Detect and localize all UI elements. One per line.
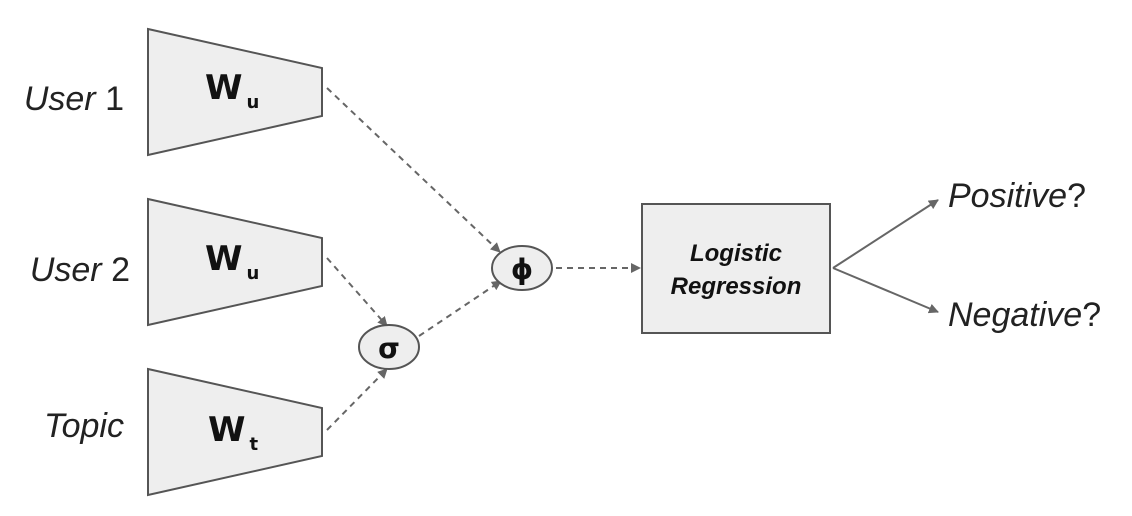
classifier-label-line1: Logistic (690, 240, 782, 267)
edge-sigma-to-phi (418, 280, 502, 337)
input-label-topic: Topic (44, 407, 124, 445)
classifier-label-line2: Regression (671, 273, 802, 300)
phi-symbol: ϕ (511, 253, 533, 286)
encoder-user-2 (147, 197, 323, 327)
output-label-positive: Positive? (948, 177, 1086, 215)
edge-topic-to-sigma (326, 368, 388, 431)
sigma-node (358, 324, 420, 370)
logistic-regression-box (641, 203, 831, 334)
sigma-symbol: σ (378, 332, 400, 365)
encoder-user-1 (147, 27, 323, 157)
edge-to-negative (832, 267, 939, 314)
edge-user1-to-phi (326, 87, 501, 253)
encoder-topic (147, 367, 323, 497)
input-label-user-2: User 2 (30, 251, 130, 289)
edge-to-positive (832, 199, 939, 269)
edge-user2-to-sigma (326, 257, 388, 327)
phi-node (491, 245, 553, 291)
input-label-user-1: User 1 (24, 80, 124, 118)
output-label-negative: Negative? (948, 296, 1101, 334)
